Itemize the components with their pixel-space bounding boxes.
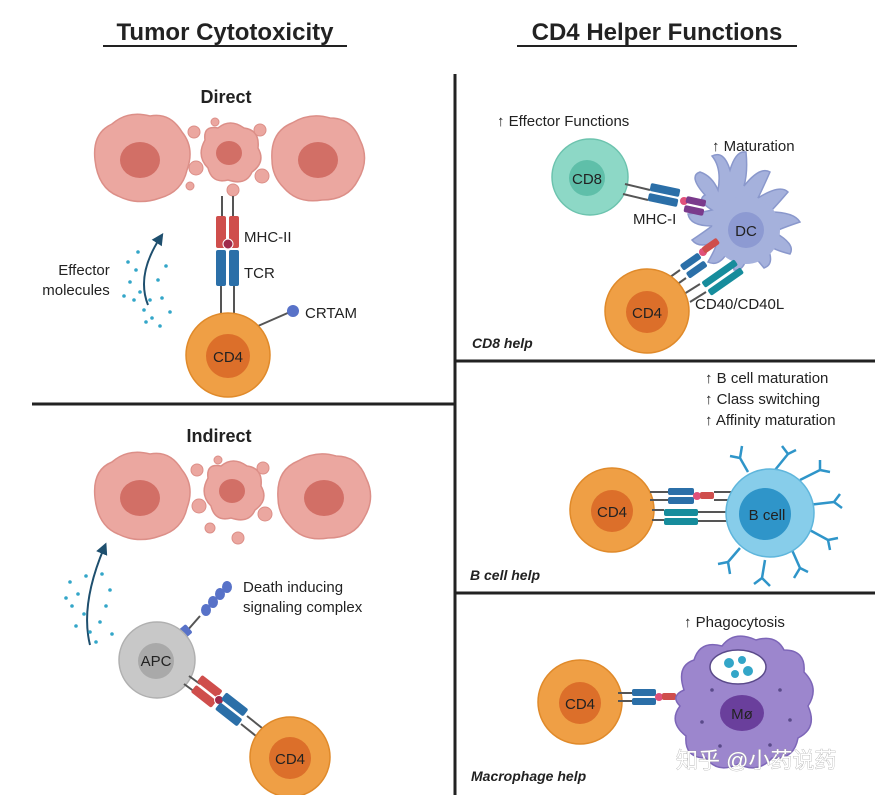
cd8-help-cd4-cell [604, 268, 690, 354]
left-title: Tumor Cytotoxicity [117, 19, 335, 46]
tcr-label: TCR [244, 265, 275, 282]
direct-cd4-cell [185, 312, 271, 398]
mhc-i-label: MHC-I [633, 211, 676, 228]
watermark: 知乎 @小药说药 [676, 748, 836, 773]
right-title: CD4 Helper Functions [532, 19, 783, 46]
b-cell-help-cd4-cell [569, 467, 655, 553]
direct-tumor-cell-right [271, 115, 366, 202]
b-cell-maturation-label: ↑ B cell maturation [705, 370, 828, 387]
apc-cell [118, 621, 196, 699]
class-switching-label: ↑ Class switching [705, 391, 820, 408]
cd40-cd40l-label: CD40/CD40L [695, 296, 784, 313]
cd8-label: CD8 [572, 171, 602, 188]
death-inducing-signaling-complex [179, 581, 232, 638]
indirect-mhc-tcr-complex [183, 675, 263, 737]
indirect-cd4-label: CD4 [275, 751, 305, 768]
b-cell-help-label: B cell help [470, 567, 540, 583]
cd8-cell [551, 138, 629, 216]
cd8-help-label: CD8 help [472, 335, 533, 351]
macrophage-help-label: Macrophage help [471, 768, 587, 784]
crtam-label: CRTAM [305, 305, 357, 322]
b-cell [717, 445, 843, 587]
b-cell-receptor-complex [650, 488, 738, 525]
direct-mhc-tcr-complex [216, 196, 239, 315]
macrophage-receptor-complex [618, 689, 676, 705]
indirect-heading: Indirect [186, 426, 251, 446]
indirect-cd4-cell [249, 716, 331, 795]
b-cell-help-cd4-label: CD4 [597, 504, 627, 521]
indirect-tumor-cell-right [277, 453, 372, 540]
direct-heading: Direct [200, 87, 251, 107]
phagocytosis-label: ↑ Phagocytosis [684, 614, 785, 631]
macrophage-help-cd4-label: CD4 [565, 696, 595, 713]
macrophage-cell [674, 635, 814, 769]
cd40-cd40l-complex [665, 238, 744, 303]
effector-label-line1: Effector [58, 262, 109, 279]
maturation-label: ↑ Maturation [712, 138, 795, 155]
affinity-maturation-label: ↑ Affinity maturation [705, 412, 836, 429]
direct-tumor-cell-left [93, 113, 191, 203]
direct-cd4-label: CD4 [213, 349, 243, 366]
direct-effector-molecules [122, 232, 172, 328]
macrophage-help-cd4-cell [537, 659, 623, 745]
death-label-line2: signaling complex [243, 599, 363, 616]
mhc-i-complex [622, 183, 707, 216]
death-label-line1: Death inducing [243, 579, 343, 596]
cd8-help-cd4-label: CD4 [632, 305, 662, 322]
apc-label: APC [141, 653, 172, 670]
indirect-dying-tumor-cell [190, 455, 273, 545]
crtam-receptor [257, 305, 299, 327]
dc-label: DC [735, 223, 757, 240]
effector-functions-label: ↑ Effector Functions [497, 113, 629, 130]
indirect-effector-molecules [64, 542, 114, 646]
effector-label-line2: molecules [42, 282, 110, 299]
macrophage-label: Mø [731, 706, 753, 723]
b-cell-label: B cell [749, 507, 786, 524]
direct-dying-tumor-cell [185, 117, 270, 197]
indirect-tumor-cell-left [93, 451, 191, 541]
mhc-ii-label: MHC-II [244, 229, 292, 246]
